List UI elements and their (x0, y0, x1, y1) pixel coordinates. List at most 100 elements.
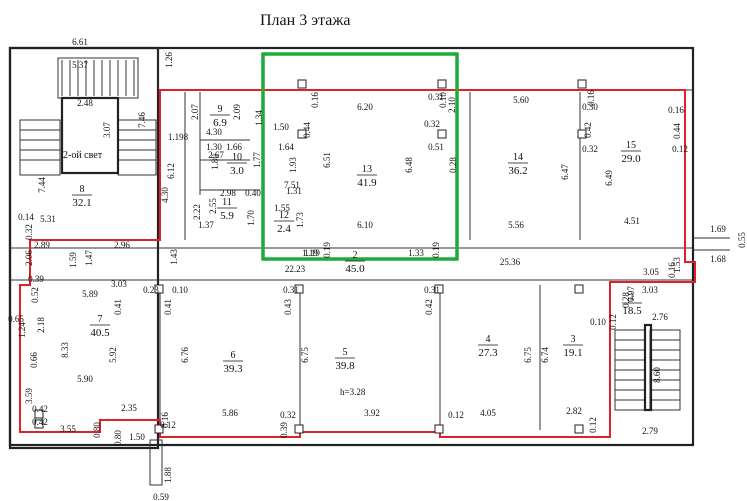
dimension-label: 4.05 (480, 408, 496, 418)
dimension-label: 25.36 (500, 257, 521, 267)
room-number: 9 (218, 104, 223, 115)
room-number: 10 (232, 152, 242, 163)
room-area: 19.1 (563, 347, 582, 359)
dimension-label: 2.82 (566, 406, 582, 416)
dimension-label: 2.06 (24, 250, 34, 266)
dimension-label: 6.76 (180, 347, 190, 363)
dimension-label: 0.41 (113, 299, 123, 315)
dimension-label: 0.31 (428, 92, 444, 102)
room-area: 39.8 (335, 360, 355, 372)
dimension-label: 2.09 (232, 104, 242, 120)
dimension-label: 3.55 (60, 424, 76, 434)
double-height-void (60, 96, 120, 175)
dimension-label: 1.19 (302, 248, 318, 258)
dimension-label: 0.59 (153, 492, 169, 501)
room-area: 29.0 (621, 153, 641, 165)
dimension-label: 0.42 (32, 404, 48, 414)
stairs-bottom-right (614, 323, 681, 412)
dimension-label: 3.03 (111, 279, 127, 289)
dimension-label: 5.37 (72, 60, 88, 70)
room-area: 40.5 (90, 327, 110, 339)
red-outline (19, 89, 696, 438)
dimension-label: 0.42 (424, 299, 434, 315)
dimension-label: 0.65 (8, 314, 24, 324)
dimension-label: 5.90 (77, 374, 93, 384)
dimension-label: 0.52 (30, 287, 40, 303)
dimension-label: 0.12 (608, 314, 618, 330)
dimension-label: 1.68 (710, 254, 726, 264)
room-number: 7 (98, 314, 103, 325)
dimension-label: 4.30 (206, 127, 222, 137)
dimension-label: 1.47 (84, 250, 94, 266)
dimension-label: 0.40 (245, 188, 261, 198)
dimension-label: 4.51 (624, 216, 640, 226)
room-number: 4 (486, 334, 491, 345)
dimension-label: 1.24 (17, 322, 27, 338)
dimension-label: 6.74 (540, 347, 550, 363)
dimension-label: 7.44 (37, 177, 47, 193)
room-number: 12 (279, 210, 289, 221)
dimension-label: 1.43 (169, 249, 179, 265)
dimension-label: 8.60 (652, 367, 662, 383)
dimension-label: 0.23 (143, 285, 159, 295)
dimension-label: 1.30 (206, 142, 222, 152)
dimension-label: 0.44 (672, 123, 682, 139)
room-number: 11 (222, 197, 232, 208)
dimension-label: 2.79 (642, 426, 658, 436)
dimension-label: 6.75 (523, 347, 533, 363)
dimension-label: 6.10 (357, 220, 373, 230)
room-area: 36.2 (508, 165, 527, 177)
dimension-label: 0.97 (626, 286, 636, 302)
dimension-label: 0.39 (28, 274, 44, 284)
room-area: 39.3 (223, 363, 243, 375)
dimension-label: 1.80 (210, 154, 220, 170)
dimension-label: 1.198 (168, 132, 189, 142)
dimension-label: 0.30 (582, 102, 598, 112)
room-number: 13 (362, 164, 372, 175)
dimension-label: 5.89 (82, 289, 98, 299)
dimension-label: 1.53 (672, 257, 682, 273)
dimension-label: 2.98 (220, 188, 236, 198)
room-number: 2 (353, 250, 358, 261)
dimension-label: 1.31 (286, 186, 302, 196)
dimension-label: 5.60 (513, 95, 529, 105)
dimension-label: 1.50 (129, 432, 145, 442)
dimension-label: 0.10 (172, 285, 188, 295)
dimension-label: 1.66 (226, 142, 242, 152)
dimension-label: 3.07 (102, 122, 112, 138)
dimension-label: 0.16 (668, 105, 684, 115)
dimension-label: 0.16 (310, 92, 320, 108)
room-number: 5 (343, 347, 348, 358)
dimension-label: 3.03 (642, 285, 658, 295)
room-labels: 118.5245.0319.1427.3539.8639.3740.5832.1… (72, 104, 642, 375)
room-area: 6.9 (213, 117, 227, 129)
dimension-label: 0.31 (424, 285, 440, 295)
dimension-label: 6.20 (357, 102, 373, 112)
dimension-label: 2.22 (192, 204, 202, 220)
dimension-label: 0.42 (32, 417, 48, 427)
dimension-label: 0.80 (92, 422, 102, 438)
dimension-label: 0.12 (672, 144, 688, 154)
room-area: 41.9 (357, 177, 377, 189)
room-number: 6 (231, 350, 236, 361)
room-area: 27.3 (478, 347, 498, 359)
room-number: 15 (626, 140, 636, 151)
dimension-label: 6.75 (300, 347, 310, 363)
dimension-label: 1.50 (273, 122, 289, 132)
dimension-label: 1.19 (304, 248, 320, 258)
dimension-label: 1.64 (278, 142, 294, 152)
dimension-label: 0.19 (431, 242, 441, 258)
room-area: 32.1 (72, 197, 91, 209)
dimension-label: 0.28 (621, 292, 631, 308)
ceiling-height-label: h=3.28 (340, 387, 366, 397)
dimension-label: 1.34 (254, 110, 264, 126)
dimension-label: 0.16 (667, 262, 677, 278)
dimension-label: 0.39 (279, 422, 289, 438)
plan-title: План 3 этажа (260, 12, 351, 29)
dimension-label: 0.28 (448, 157, 458, 173)
dimension-label: 2.96 (114, 240, 130, 250)
dimension-label: 22.23 (285, 264, 306, 274)
dimension-label: 5.56 (508, 220, 524, 230)
